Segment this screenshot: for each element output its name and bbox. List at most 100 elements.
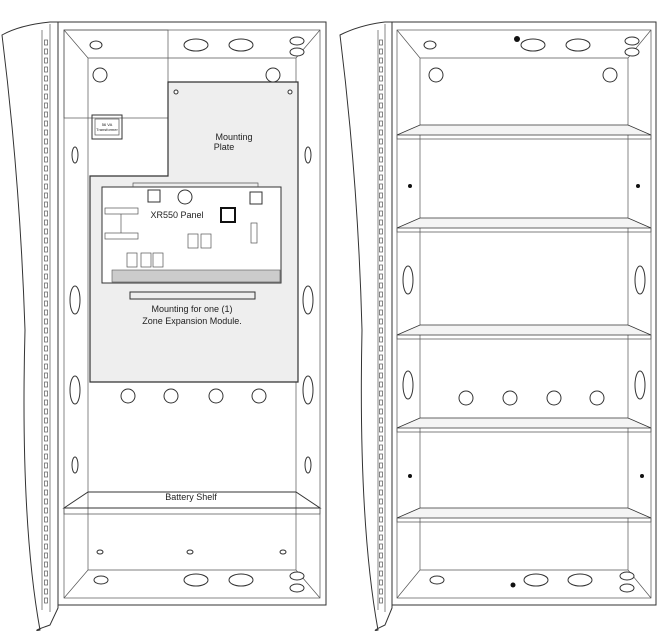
panel-label: XR550 Panel: [150, 210, 203, 220]
hinge-slot: [44, 120, 48, 127]
hinge-slot: [379, 462, 383, 469]
hinge-slot: [379, 255, 383, 262]
hinge-slot: [44, 174, 48, 181]
hinge-slot: [44, 471, 48, 478]
hinge-slot: [379, 309, 383, 316]
left-box-outline: [57, 21, 327, 606]
hinge-slot: [44, 39, 48, 46]
left-door: [1, 21, 59, 631]
hinge-slot: [44, 561, 48, 568]
hinge-slot: [44, 462, 48, 469]
hinge-slot: [44, 480, 48, 487]
shelf-lip: [396, 428, 652, 433]
hinge-slot: [44, 498, 48, 505]
hinge-slot: [44, 48, 48, 55]
hinge-slot: [379, 570, 383, 577]
hinge-slot: [44, 408, 48, 415]
hinge-slot: [379, 588, 383, 595]
hinge-slot: [44, 237, 48, 244]
shelf-lip: [396, 228, 652, 233]
hinge-slot: [379, 417, 383, 424]
mounting-plate-label-2: Plate: [214, 142, 235, 152]
hinge-slot: [44, 588, 48, 595]
hinge-slot: [379, 201, 383, 208]
hinge-slot: [379, 138, 383, 145]
hinge-slot: [44, 345, 48, 352]
hinge-slot: [379, 66, 383, 73]
battery-shelf: Battery Shelf: [62, 491, 322, 515]
hinge-slot: [44, 75, 48, 82]
hinge-slot: [379, 543, 383, 550]
hinge-slot: [379, 453, 383, 460]
shelf: [396, 507, 652, 519]
hinge-slot: [44, 579, 48, 586]
right-shelves: [396, 124, 652, 523]
hinge-slot: [44, 273, 48, 280]
hinge-slot: [44, 453, 48, 460]
hinge-slot: [44, 435, 48, 442]
hinge-slot: [44, 354, 48, 361]
hinge-slot: [379, 561, 383, 568]
hinge-slot: [44, 183, 48, 190]
left-knockouts: [69, 36, 314, 593]
right-enclosure: [339, 21, 657, 631]
hinge-slot: [379, 237, 383, 244]
expansion-label-1: Mounting for one (1): [151, 304, 232, 314]
hinge-slot: [379, 426, 383, 433]
hinge-slot: [44, 417, 48, 424]
hinge-slot: [44, 390, 48, 397]
hinge-slot: [379, 597, 383, 604]
hinge-slot: [379, 111, 383, 118]
hinge-slot: [379, 282, 383, 289]
hinge-slot: [379, 273, 383, 280]
hinge-slot: [44, 318, 48, 325]
hinge-slot: [44, 57, 48, 64]
hinge-slot: [44, 93, 48, 100]
hinge-slot: [379, 435, 383, 442]
shelf: [396, 324, 652, 336]
hinge-slot: [379, 165, 383, 172]
hinge-slot: [44, 426, 48, 433]
hinge-slot: [44, 255, 48, 262]
hinge-slot: [44, 525, 48, 532]
hinge-slot: [44, 282, 48, 289]
hinge-slot: [379, 246, 383, 253]
hinge-slot: [379, 129, 383, 136]
hinge-slot: [379, 192, 383, 199]
shelf: [396, 417, 652, 429]
hinge-slot: [379, 552, 383, 559]
hinge-slot: [44, 84, 48, 91]
hinge-slot: [44, 444, 48, 451]
hinge-slot: [379, 489, 383, 496]
hinge-slot: [44, 129, 48, 136]
left-enclosure: 56 VA Transformer Mounting Plate XR550: [1, 21, 327, 631]
xr550-panel-board: XR550 Panel: [101, 182, 282, 284]
hinge-slot: [379, 57, 383, 64]
hinge-slot: [44, 192, 48, 199]
hinge-slot: [379, 183, 383, 190]
hinge-slot: [379, 381, 383, 388]
hinge-slot: [44, 570, 48, 577]
expansion-module-slot: [129, 291, 256, 300]
hinge-slot: [44, 219, 48, 226]
hinge-slot: [379, 147, 383, 154]
hinge-slot: [44, 165, 48, 172]
hinge-slot: [379, 174, 383, 181]
hinge-slot: [379, 363, 383, 370]
hinge-slot: [44, 372, 48, 379]
hinge-slot: [44, 246, 48, 253]
hinge-slot: [379, 318, 383, 325]
right-door: [339, 21, 393, 631]
hinge-slot: [44, 507, 48, 514]
hinge-slot: [379, 390, 383, 397]
hinge-slot: [44, 147, 48, 154]
hinge-slot: [44, 327, 48, 334]
hinge-slot: [44, 552, 48, 559]
hinge-slot: [379, 471, 383, 478]
hinge-slot: [44, 111, 48, 118]
hinge-slot: [44, 309, 48, 316]
hinge-slot: [44, 363, 48, 370]
hinge-slot: [379, 507, 383, 514]
hinge-slot: [379, 210, 383, 217]
